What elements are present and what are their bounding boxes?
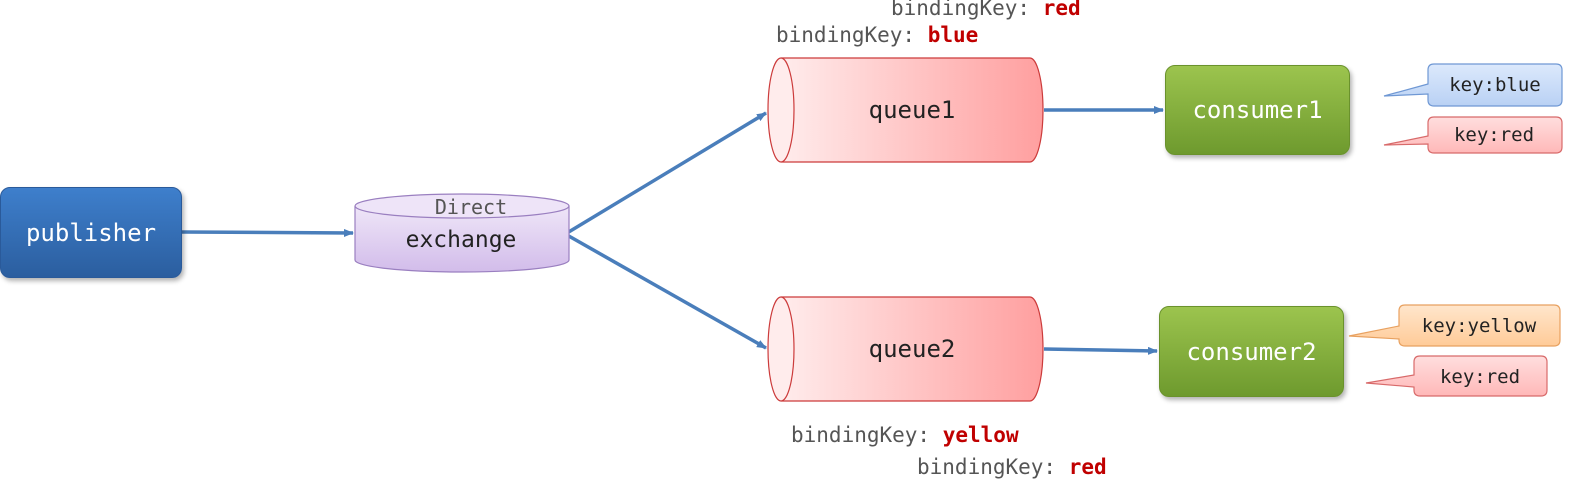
bubble-c2-red-text: key:red: [1440, 366, 1520, 388]
binding-key-label: bindingKey:: [917, 455, 1057, 479]
arrow-exchange-queue2: [566, 233, 767, 350]
arrows: [180, 106, 1164, 355]
queue1-label: queue1: [869, 96, 956, 124]
queue1-node: queue1: [767, 57, 1044, 163]
binding-key-value: blue: [927, 23, 979, 47]
bubble-c1-red-text: key:red: [1454, 124, 1534, 146]
binding-key-label: bindingKey:: [791, 423, 931, 447]
arrow-queue2-consumer2: [1043, 346, 1158, 355]
queue2-label: queue2: [869, 335, 956, 363]
exchange-label: exchange: [406, 227, 517, 253]
binding-key-value: yellow: [942, 423, 1019, 447]
publisher-label: publisher: [25, 218, 157, 247]
bubble-c2-yellow-text: key:yellow: [1422, 315, 1537, 337]
binding-key-value: red: [1068, 455, 1107, 479]
bubble-c1-blue-text: key:blue: [1449, 74, 1541, 96]
bubble-c2-yellow: key:yellow: [1348, 304, 1561, 347]
exchange-node: Direct exchange: [354, 193, 570, 273]
consumer1-label: consumer1: [1192, 96, 1323, 124]
exchange-type-label: Direct: [435, 195, 507, 219]
arrow-exchange-queue1: [566, 111, 767, 235]
binding-key-queue2-yellow: bindingKey: yellow: [791, 425, 1019, 446]
publisher-node: publisher: [0, 187, 182, 278]
consumer1-node: consumer1: [1165, 65, 1350, 155]
arrow-publisher-exchange: [180, 228, 354, 237]
binding-key-queue1-blue: bindingKey: blue: [776, 25, 978, 46]
binding-key-queue1-red: bindingKey: red: [891, 0, 1081, 19]
consumer2-label: consumer2: [1186, 337, 1317, 366]
binding-key-label: bindingKey:: [891, 0, 1031, 20]
binding-key-queue2-red: bindingKey: red: [917, 457, 1107, 478]
binding-key-value: red: [1042, 0, 1081, 20]
consumer2-node: consumer2: [1159, 306, 1344, 397]
bubble-c1-blue: key:blue: [1383, 63, 1563, 107]
bubble-c1-red: key:red: [1383, 116, 1563, 154]
queue2-node: queue2: [767, 296, 1044, 402]
binding-key-label: bindingKey:: [776, 23, 916, 47]
bubble-c2-red: key:red: [1365, 355, 1548, 397]
